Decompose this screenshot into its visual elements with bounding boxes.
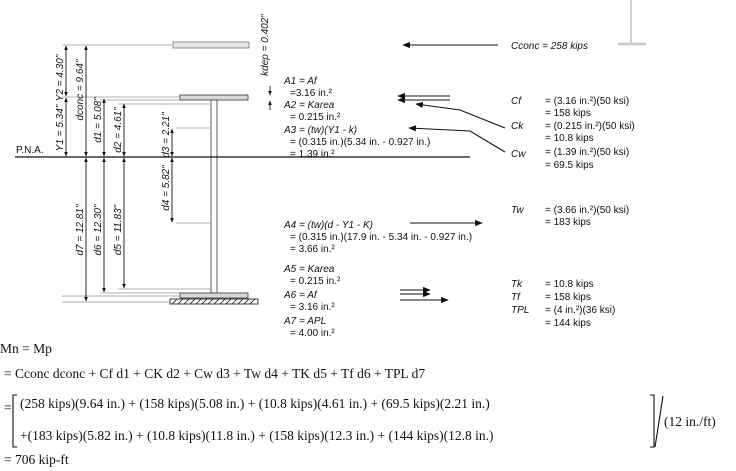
a1-line1: A1 = Af [283, 76, 318, 87]
equation-brackets [12, 394, 664, 448]
y1-label: Y1 = 5.34" [55, 104, 66, 151]
equation-line-1: Mn = Mp [0, 341, 52, 356]
tf-value: = 158 kips [545, 292, 591, 303]
dconc-label: dconc = 9.64" [75, 59, 86, 121]
cf-value: = 158 kips [545, 108, 591, 119]
d6-label: d6 = 12.30" [93, 204, 104, 256]
a5-line1: A5 = Karea [283, 264, 335, 275]
beam-web [210, 99, 218, 294]
cover-plate-hatch [171, 298, 256, 305]
tk-value: = 10.8 kips [545, 279, 594, 290]
d4-label: d4 = 5.82" [161, 165, 172, 211]
cw-label: Cw [511, 149, 526, 160]
a2-line2: = 0.215 in.² [290, 112, 341, 123]
a7-line2: = 4.00 in.² [290, 328, 335, 339]
a3-line2: = (0.315 in.)(5.34 in. - 0.927 in.) [290, 137, 430, 148]
a3-line3: = 1.39 in.² [290, 149, 335, 160]
d7-label: d7 = 12.81" [75, 204, 86, 256]
tw-expr: = (3.66 in.²)(50 ksi) [545, 205, 629, 216]
dimension-arrows [64, 45, 272, 302]
a4-line2: = (0.315 in.)(17.9 in. - 5.34 in. - 0.92… [290, 232, 472, 243]
tw-value: = 183 kips [545, 217, 591, 228]
tk-label: Tk [511, 279, 523, 290]
d5-label: d5 = 11.83" [113, 204, 124, 255]
a5-line2: = 0.215 in.² [290, 276, 341, 287]
cconc-label: Cconc = 258 kips [511, 41, 588, 52]
tf-label: Tf [511, 292, 521, 303]
area-block-top: A1 = Af =3.16 in.² A2 = Karea = 0.215 in… [283, 76, 430, 160]
d3-label: d3 = 2.21" [161, 112, 172, 158]
equation-line-3: (258 kips)(9.64 in.) + (158 kips)(5.08 i… [20, 396, 490, 411]
a3-line1: A3 = (tw)(Y1 - k) [283, 125, 357, 136]
bottom-flange [179, 292, 249, 299]
equation-divisor: (12 in./ft) [664, 414, 716, 429]
concrete-slab [172, 41, 250, 49]
d1-label: d1 = 5.08" [93, 97, 104, 143]
a4-line3: = 3.66 in.² [290, 244, 335, 255]
section-icon [618, 0, 646, 46]
area-block-bottom: A5 = Karea = 0.215 in.² A6 = Af = 3.16 i… [283, 264, 341, 339]
ck-expr: = (0.215 in.²)(50 ksi) [545, 121, 635, 132]
cw-value: = 69.5 kips [545, 160, 594, 171]
tpl-label: TPL [511, 305, 529, 316]
top-flange [179, 94, 249, 101]
tw-label: Tw [511, 205, 524, 216]
cf-expr: = (3.16 in.²)(50 ksi) [545, 96, 629, 107]
ck-label: Ck [511, 121, 524, 132]
y2-label: Y2 = 4.30" [55, 54, 66, 101]
a6-line2: = 3.16 in.² [290, 302, 335, 313]
reference-lines [62, 44, 211, 303]
pna-label: P.N.A. [16, 145, 44, 156]
cf-label: Cf [511, 96, 522, 107]
ck-value: = 10.8 kips [545, 133, 594, 144]
tpl-value: = 144 kips [545, 318, 591, 329]
equation-result: = 706 kip-ft [4, 452, 69, 467]
a2-line1: A2 = Karea [283, 100, 335, 111]
tpl-expr: = (4 in.²)(36 ksi) [545, 305, 615, 316]
a1-line2: =3.16 in.² [290, 88, 333, 99]
area-block-mid: A4 = (tw)(d - Y1 - K) = (0.315 in.)(17.9… [283, 220, 472, 255]
kdep-label: kdep = 0.402" [260, 14, 271, 76]
force-arrows [397, 41, 506, 304]
a6-line1: A6 = Af [283, 290, 318, 301]
cw-expr: = (1.39 in.²)(50 ksi) [545, 147, 629, 158]
a4-line1: A4 = (tw)(d - Y1 - K) [283, 220, 373, 231]
a7-line1: A7 = APL [283, 316, 326, 327]
equation-line-4: +(183 kips)(5.82 in.) + (10.8 kips)(11.8… [20, 428, 494, 443]
d2-label: d2 = 4.61" [113, 107, 124, 153]
equation-line-2: = Cconc dconc + Cf d1 + CK d2 + Cw d3 + … [4, 366, 426, 381]
equation-line-3-prefix: = [4, 400, 12, 415]
